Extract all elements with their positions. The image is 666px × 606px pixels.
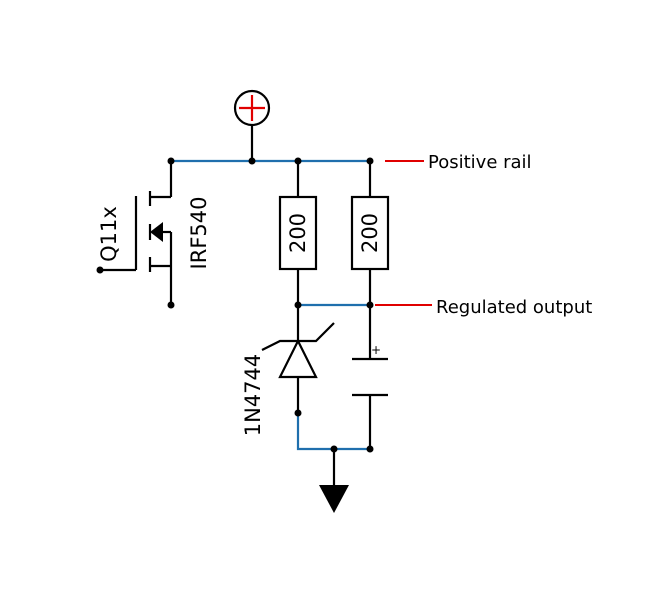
junction-dots: [96, 157, 374, 453]
ground-net-wire: [296, 413, 370, 451]
positive-rail-label: Positive rail: [428, 152, 532, 173]
resistor-left-value: 200: [286, 213, 310, 253]
resistor-right-value: 200: [358, 213, 382, 253]
resistor-right: [350, 161, 390, 305]
regulated-output-label: Regulated output: [436, 297, 592, 318]
capacitor-symbol: [352, 305, 388, 449]
capacitor-polarity-mark: +: [371, 343, 381, 357]
mosfet-part-label: IRF540: [187, 197, 211, 270]
zener-part-label: 1N4744: [241, 354, 265, 437]
zener-diode-symbol: [261, 305, 335, 413]
resistor-left: [278, 161, 318, 305]
mosfet-ref-label: Q11x: [97, 206, 121, 262]
mosfet-symbol: [100, 161, 173, 305]
ground-symbol: [319, 449, 349, 513]
positive-supply-symbol: [233, 89, 271, 161]
